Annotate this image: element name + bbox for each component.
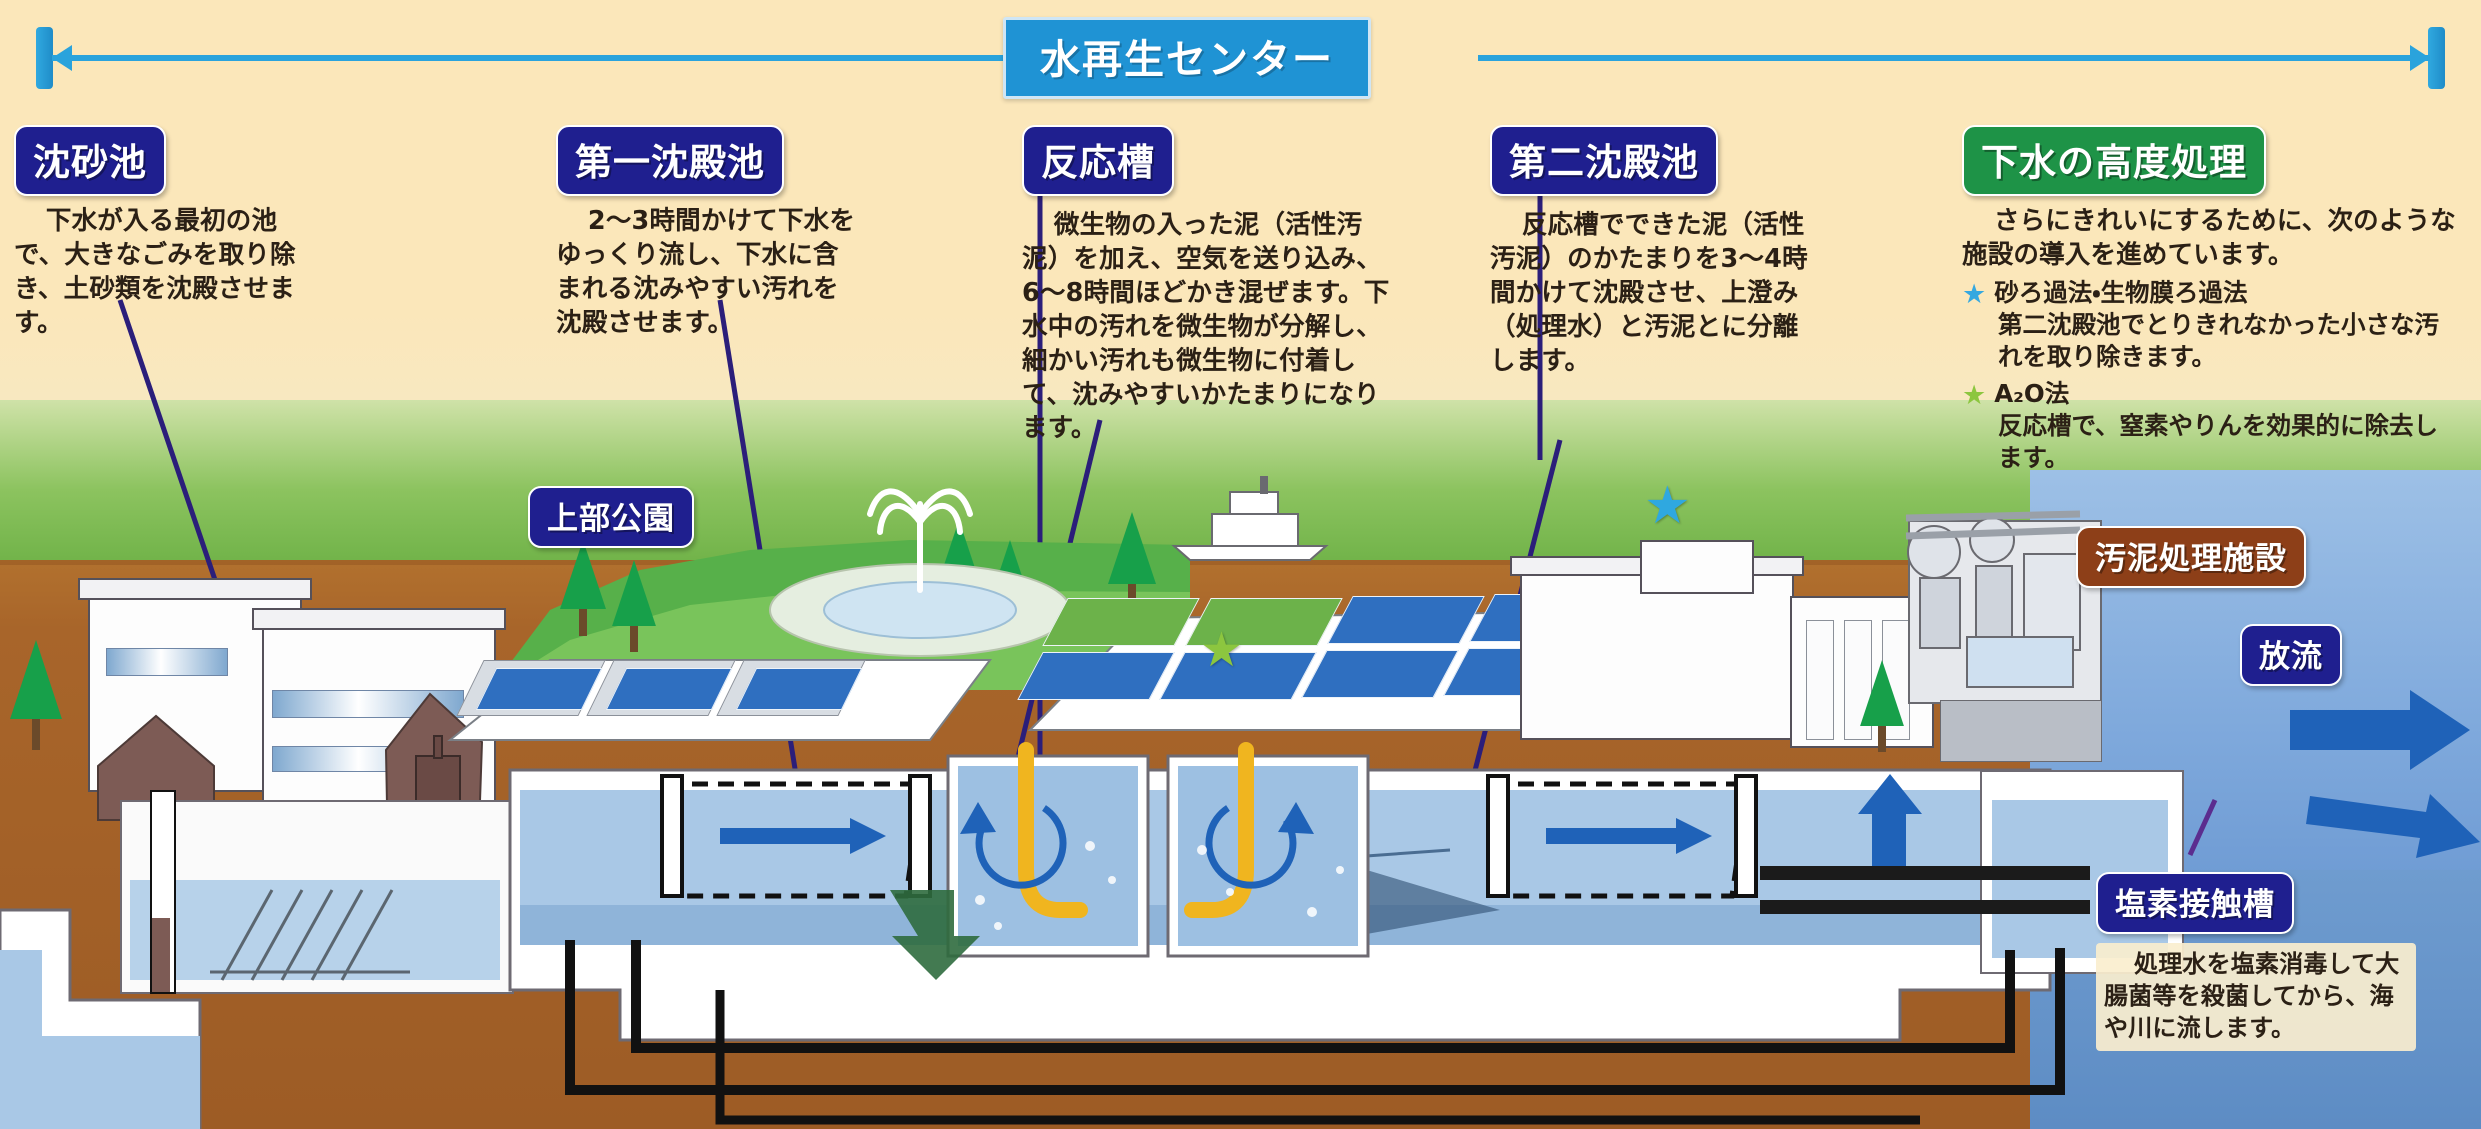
advanced-item-0-title: 砂ろ過法・生物膜ろ過法 <box>1994 277 2248 307</box>
span-end-left <box>36 27 53 89</box>
label-reaction-tank: 反応槽 <box>1022 125 1174 196</box>
scene-marker-filtration-star-icon: ★ <box>1644 476 1691 536</box>
grit-rake-icon <box>210 889 410 981</box>
label-grit-chamber: 沈砂池 <box>14 125 166 196</box>
tree-icon <box>10 640 62 750</box>
deck-panel-blue <box>1327 596 1485 644</box>
label-chlorine-contact: 塩素接触槽 <box>2096 872 2294 934</box>
influent-channel <box>0 908 202 1129</box>
tree-icon <box>1860 660 1904 752</box>
reaction-tank-chambers <box>946 742 1370 958</box>
body-secondary-sedimentation: 反応槽でできた泥（活性汚泥）のかたまりを3〜4時間かけて沈殿させ、上澄み（処理水… <box>1490 210 1808 376</box>
deck-panel-blue <box>1017 652 1175 700</box>
grit-chamber-water <box>130 880 500 980</box>
callout-primary-sedimentation: 第一沈殿池 2〜3時間かけて下水をゆっくり流し、下水に含まれる沈みやすい汚れを沈… <box>556 125 856 341</box>
span-end-right <box>2428 27 2445 89</box>
scene-marker-a2o-star-icon: ★ <box>1200 622 1244 678</box>
tree-icon <box>560 540 606 636</box>
label-sludge-facility-text: 汚泥処理施設 <box>2095 541 2287 577</box>
window-stripe <box>106 648 228 676</box>
grit-pipe-lower <box>152 918 170 992</box>
fountain-plaza <box>769 488 1071 657</box>
sludge-tank-window <box>1966 636 2074 688</box>
secondary-sedimentation-mechanism <box>1486 774 1758 899</box>
callout-grit-chamber: 沈砂池 下水が入る最初の池で、大きなごみを取り除き、土砂類を沈殿させます。 <box>14 125 324 341</box>
deck-panel <box>605 668 733 710</box>
body-primary-sedimentation: 2〜3時間かけて下水をゆっくり流し、下水に含まれる沈みやすい汚れを沈殿させます。 <box>556 206 856 338</box>
label-reaction-tank-text: 反応槽 <box>1041 141 1155 184</box>
label-secondary-sedimentation: 第二沈殿池 <box>1490 125 1718 196</box>
flow-arrow-down-left-icon <box>890 890 980 980</box>
outfall-pipe <box>1760 866 2090 880</box>
span-rail-left <box>52 55 1012 61</box>
span-rail-right <box>1478 55 2430 61</box>
span-arrow-left-icon <box>52 45 72 71</box>
star-green-icon: ★ <box>1962 380 1987 412</box>
building-admin-right-roof <box>252 608 506 630</box>
callout-advanced-treatment: 下水の高度処理 さらにきれいにするために、次のような施設の導入を進めています。 … <box>1962 125 2462 474</box>
building-blower-penthouse <box>1640 540 1754 594</box>
deck-panel <box>735 668 863 710</box>
sludge-digesters-icon <box>1905 510 2081 651</box>
body-grit-chamber: 下水が入る最初の池で、大きなごみを取り除き、土砂類を沈殿させます。 <box>14 206 296 338</box>
tree-icon <box>612 560 656 652</box>
label-discharge-text: 放流 <box>2259 639 2323 675</box>
annex-fin <box>1806 620 1834 740</box>
advanced-item-0-desc: 第二沈殿池でとりきれなかった小さな汚れを取り除きます。 <box>1998 309 2439 371</box>
deck-panel-blue <box>1301 650 1459 698</box>
deck-panel <box>475 668 603 710</box>
flow-arrow-up-icon <box>1858 774 1922 878</box>
callout-secondary-sedimentation: 第二沈殿池 反応槽でできた泥（活性汚泥）のかたまりを3〜4時間かけて沈殿させ、上… <box>1490 125 1820 379</box>
banner-water-reclamation-center: 水再生センター <box>1003 17 1371 99</box>
deck-panel-green <box>1042 598 1200 646</box>
body-advanced-intro: さらにきれいにするために、次のような施設の導入を進めています。 <box>1962 206 2456 270</box>
label-rooftop-park-text: 上部公園 <box>547 501 675 537</box>
body-reaction-tank: 微生物の入った泥（活性汚泥）を加え、空気を送り込み、6〜8時間ほどかき混ぜます。… <box>1022 210 1390 444</box>
body-chlorine-contact: 処理水を塩素消毒して大腸菌等を殺菌してから、海や川に流します。 <box>2096 943 2416 1051</box>
callout-reaction-tank: 反応槽 微生物の入った泥（活性汚泥）を加え、空気を送り込み、6〜8時間ほどかき混… <box>1022 125 1392 446</box>
label-primary-sedimentation-text: 第一沈殿池 <box>575 141 765 184</box>
callout-chlorine-contact: 塩素接触槽 処理水を塩素消毒して大腸菌等を殺菌してから、海や川に流します。 <box>2096 872 2416 1051</box>
label-discharge: 放流 <box>2240 624 2342 686</box>
span-arrow-right-icon <box>2410 45 2430 71</box>
advanced-item-a2o: ★ A₂O法 <box>1962 378 2462 410</box>
label-rooftop-park: 上部公園 <box>528 486 694 548</box>
label-advanced-treatment: 下水の高度処理 <box>1962 125 2266 196</box>
building-admin-left-roof <box>78 578 312 600</box>
advanced-item-sand-filtration: ★ 砂ろ過法・生物膜ろ過法 <box>1962 277 2462 309</box>
banner-title: 水再生センター <box>1040 37 1334 83</box>
label-advanced-treatment-text: 下水の高度処理 <box>1981 141 2247 184</box>
label-primary-sedimentation: 第一沈殿池 <box>556 125 784 196</box>
label-sludge-facility: 汚泥処理施設 <box>2076 526 2306 588</box>
label-chlorine-contact-text: 塩素接触槽 <box>2115 887 2275 923</box>
sludge-conveyor <box>1940 700 2102 762</box>
outfall-pipe <box>1760 900 2090 914</box>
advanced-item-1-desc: 反応槽で、窒素やりんを効果的に除去します。 <box>1998 411 2439 473</box>
ship-icon <box>1171 476 1329 561</box>
label-grit-chamber-text: 沈砂池 <box>33 141 147 184</box>
star-blue-icon: ★ <box>1962 278 1987 310</box>
underground-pipes <box>565 940 2065 1125</box>
advanced-item-1-title: A₂O法 <box>1994 379 2070 409</box>
discharge-arrows-icon <box>2290 690 2480 858</box>
label-secondary-sedimentation-text: 第二沈殿池 <box>1509 141 1699 184</box>
